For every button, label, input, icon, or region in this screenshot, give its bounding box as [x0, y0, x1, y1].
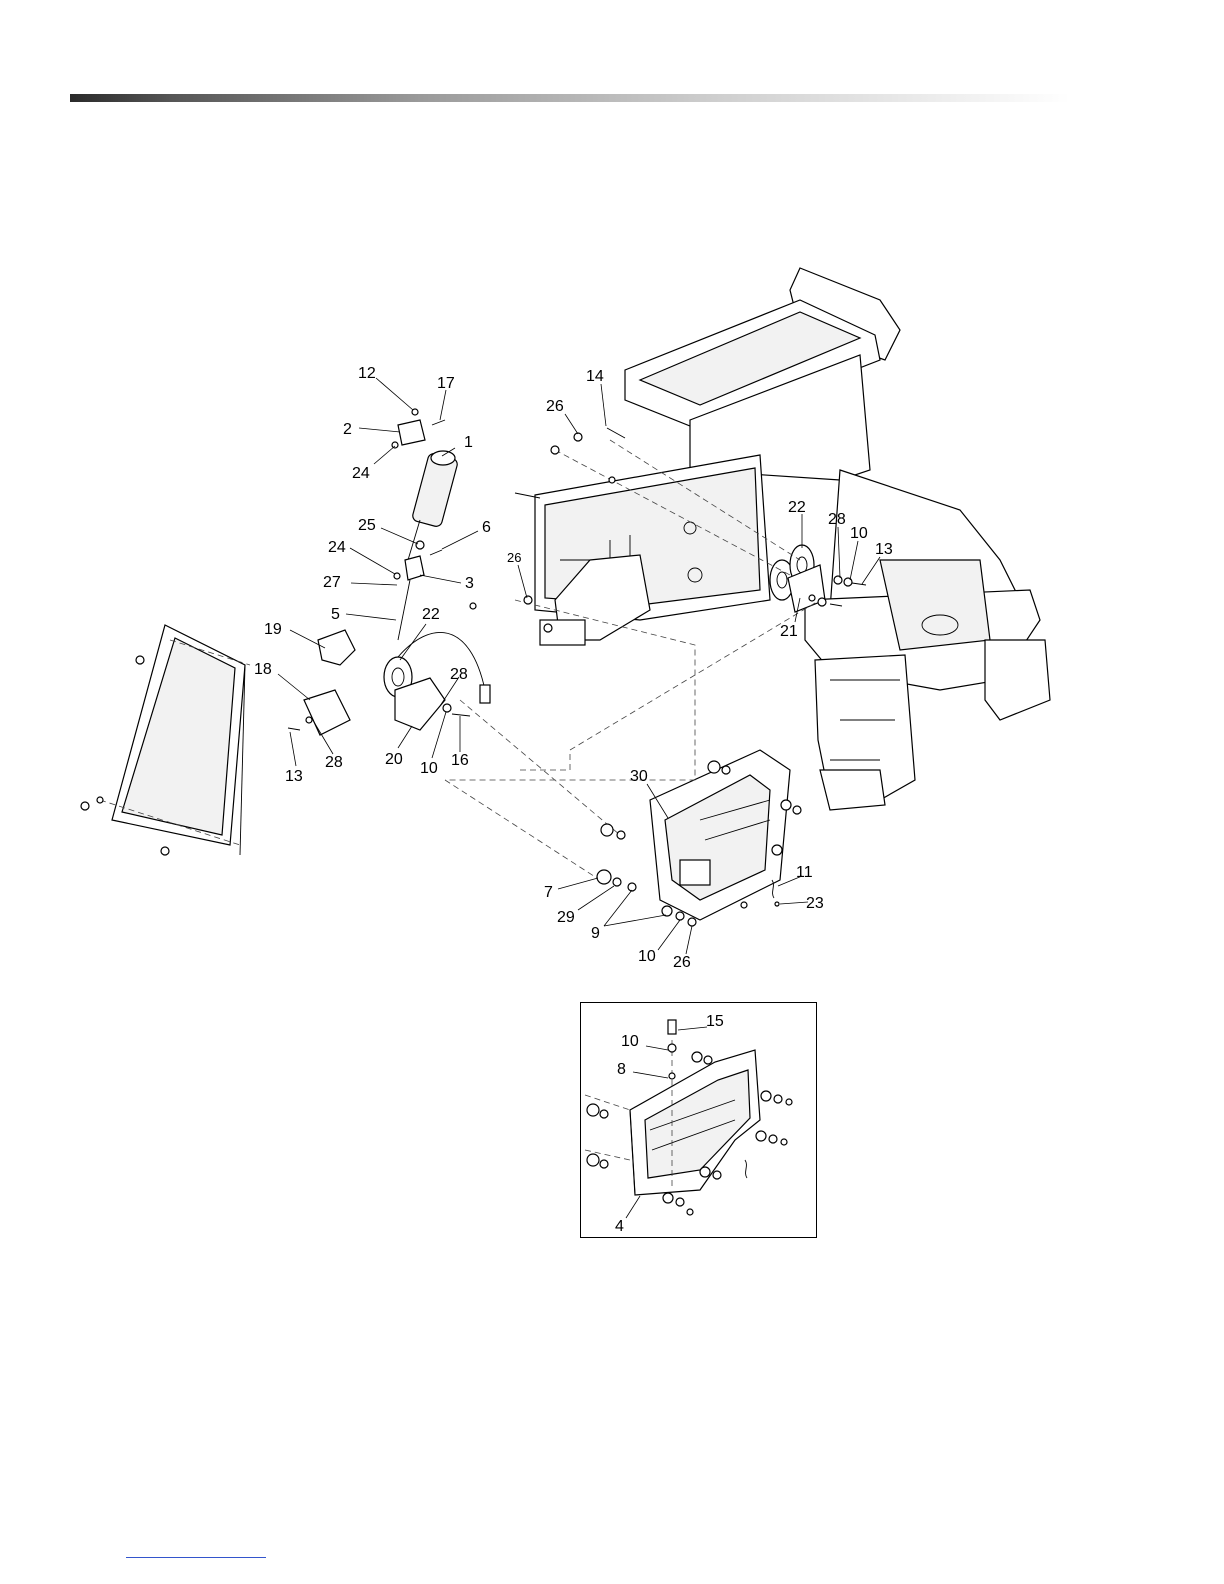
callout-10: 10 [420, 760, 438, 777]
callout-26: 26 [546, 398, 564, 415]
callout-12: 12 [358, 365, 376, 382]
pulley-assembly-right [770, 545, 825, 612]
deck-lift-assembly-30 [650, 750, 790, 920]
callout-19: 19 [264, 621, 282, 638]
callout-10: 10 [850, 525, 868, 542]
hidden-line [460, 700, 620, 835]
callout-20: 20 [385, 751, 403, 768]
callout-28: 28 [325, 754, 343, 771]
callout-29: 29 [557, 909, 575, 926]
callout-14: 14 [586, 368, 604, 385]
hidden-line [445, 780, 600, 880]
side-shield-panel [112, 625, 245, 855]
callout-9: 9 [591, 925, 600, 942]
main-frame [535, 268, 1050, 810]
callout-13: 13 [875, 541, 893, 558]
callout-18: 18 [254, 661, 272, 678]
callout-28: 28 [450, 666, 468, 683]
callout-17: 17 [437, 375, 455, 392]
callout-16: 16 [451, 752, 469, 769]
callout-27: 27 [323, 574, 341, 591]
callout-1: 1 [464, 434, 473, 451]
footer-link-underline [126, 1557, 266, 1558]
callout-30: 30 [630, 768, 648, 785]
callout-21: 21 [780, 623, 798, 640]
plate-18 [304, 690, 350, 735]
callout-25: 25 [358, 517, 376, 534]
callout-26: 26 [673, 954, 691, 971]
callout-22: 22 [422, 606, 440, 623]
callout-23: 23 [806, 895, 824, 912]
callout-2: 2 [343, 421, 352, 438]
callout-11: 11 [796, 864, 813, 881]
callout-5: 5 [331, 606, 340, 623]
pulley-assembly-left [384, 632, 490, 730]
inset-detail-frame [580, 1002, 817, 1238]
callout-22: 22 [788, 499, 806, 516]
callout-6: 6 [482, 519, 491, 536]
callout-10: 10 [638, 948, 656, 965]
callout-24: 24 [328, 539, 346, 556]
callout-26: 26 [507, 550, 521, 565]
callout-28: 28 [828, 511, 846, 528]
callout-3: 3 [465, 575, 474, 592]
callout-24: 24 [352, 465, 370, 482]
callout-13: 13 [285, 768, 303, 785]
callout-7: 7 [544, 884, 553, 901]
